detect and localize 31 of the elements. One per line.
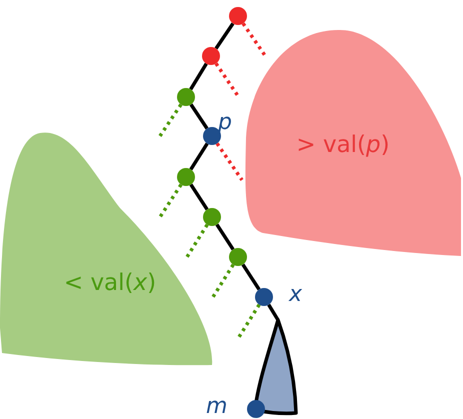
node-label: x	[289, 284, 302, 306]
dotted-line	[242, 22, 268, 58]
tree-node	[247, 400, 265, 418]
dotted-line	[186, 224, 209, 258]
tree-node	[177, 168, 195, 186]
tree-edge	[214, 22, 234, 50]
subtree-triangle	[253, 318, 298, 416]
dotted-line	[238, 304, 261, 338]
tree-node	[229, 248, 247, 266]
tree-edge	[190, 104, 208, 130]
tree-edge	[241, 264, 261, 290]
tree-node	[177, 88, 195, 106]
dotted-line	[158, 184, 183, 218]
tree-edge	[189, 62, 208, 90]
subtree-region	[245, 30, 461, 256]
tree-node	[229, 7, 247, 25]
dotted-line	[158, 104, 182, 137]
node-label: m	[206, 396, 228, 418]
subtree-region	[0, 132, 212, 366]
tree-node	[202, 47, 220, 65]
dotted-line	[216, 142, 244, 181]
tree-edge	[189, 142, 209, 170]
tree-edge	[267, 304, 280, 321]
dotted-line	[212, 264, 235, 298]
region-label: > val(p)	[296, 132, 390, 158]
tree-node	[255, 288, 273, 306]
tree-node	[203, 208, 221, 226]
region-label: < val(x)	[64, 270, 156, 296]
dotted-line	[214, 62, 240, 97]
tree-edge	[189, 184, 209, 210]
tree-edge	[215, 224, 235, 250]
